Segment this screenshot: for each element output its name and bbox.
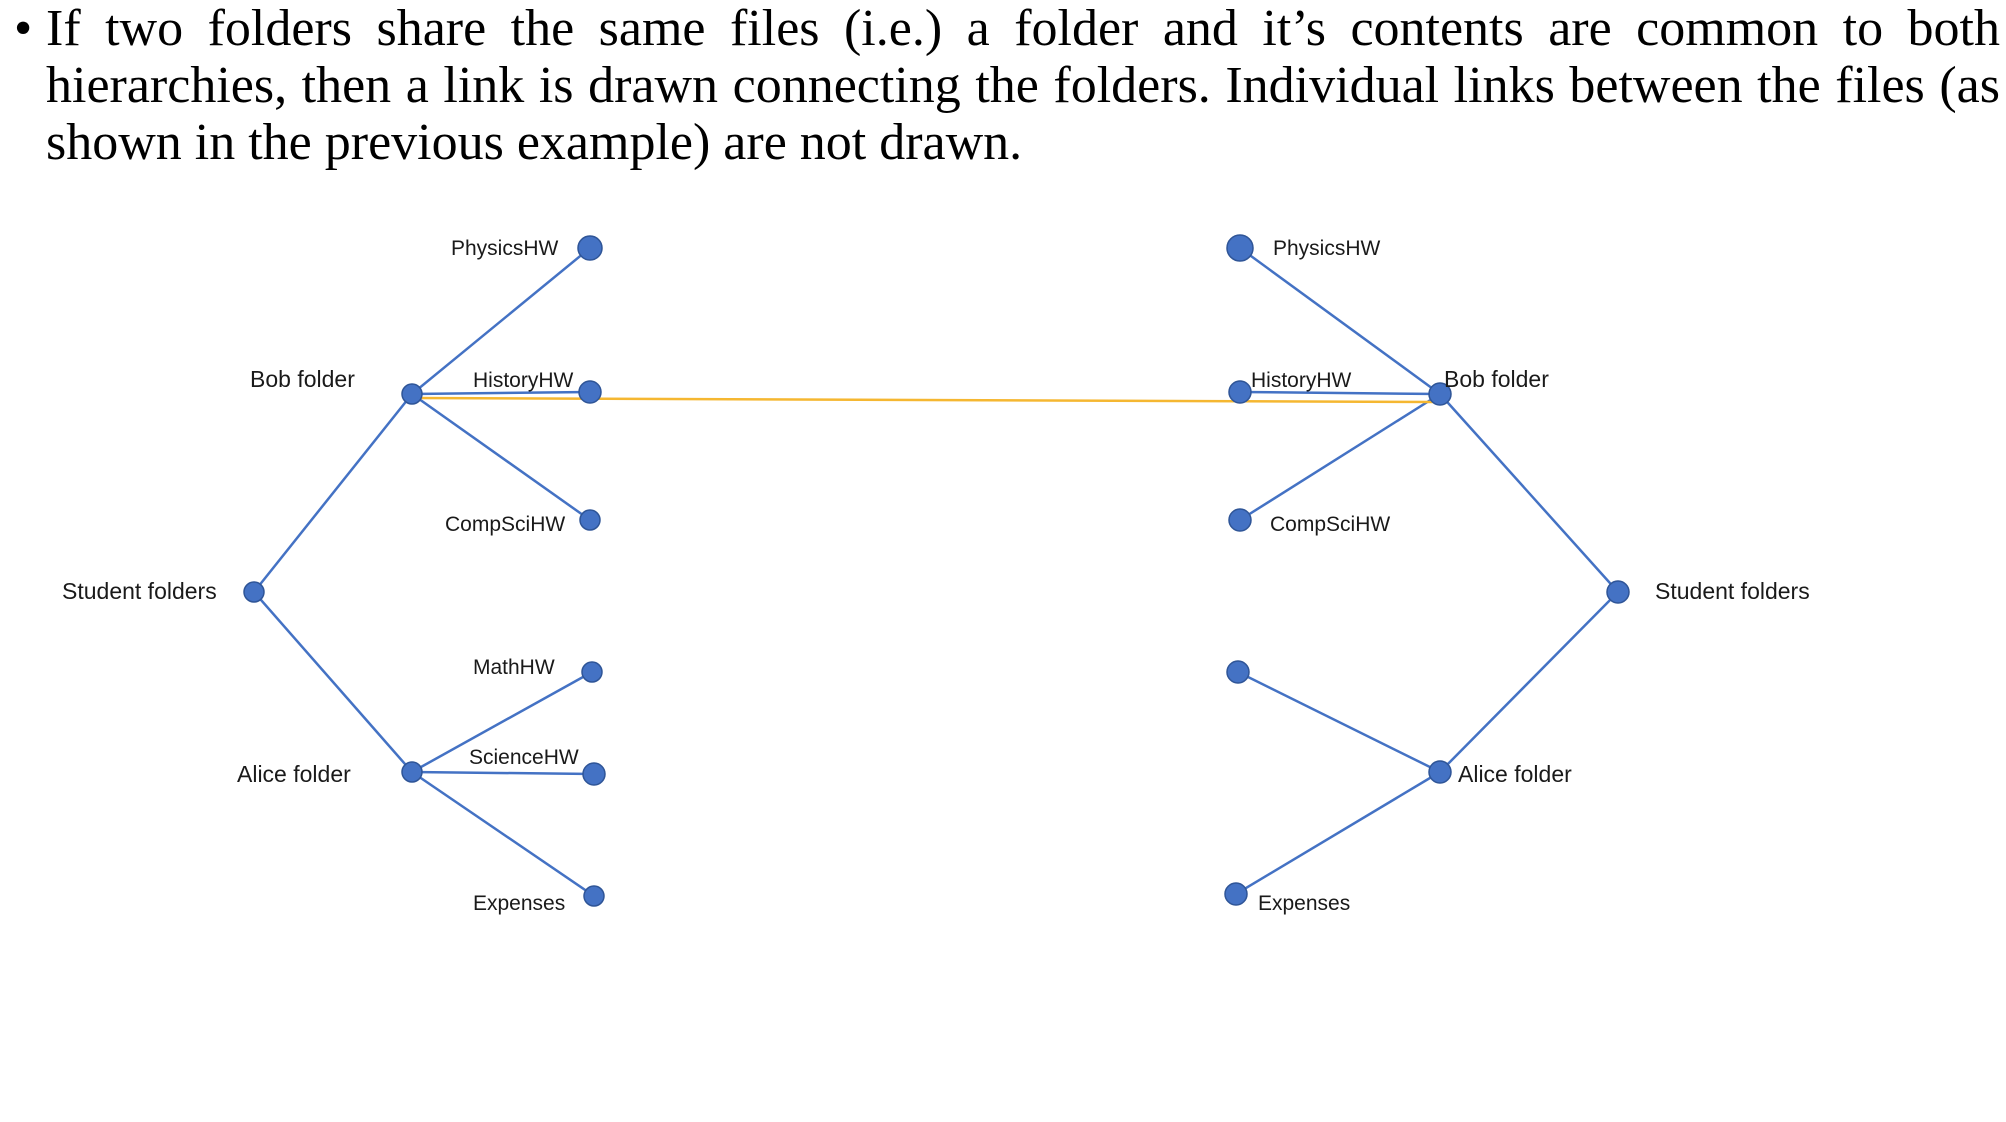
edge-right-alice-unlabeled bbox=[1237, 670, 1441, 774]
edge-left-root-bob bbox=[253, 393, 413, 593]
node-right-historyhw bbox=[1228, 380, 1252, 404]
right-tree-nodes bbox=[1224, 234, 1630, 906]
node-right-student-folders bbox=[1606, 580, 1630, 604]
edge-right-bob-compsci bbox=[1239, 392, 1441, 522]
edge-left-bob-physics bbox=[411, 247, 591, 395]
label-left-physicshw: PhysicsHW bbox=[451, 237, 559, 260]
edge-left-bob-compsci bbox=[411, 392, 591, 522]
bullet-point: • bbox=[14, 0, 33, 57]
node-right-alice-folder bbox=[1428, 760, 1452, 784]
label-right-physicshw: PhysicsHW bbox=[1273, 237, 1381, 260]
label-right-expenses: Expenses bbox=[1258, 892, 1350, 915]
label-left-sciencehw: ScienceHW bbox=[469, 746, 579, 769]
label-right-student-folders: Student folders bbox=[1655, 578, 1810, 604]
edge-left-alice-math bbox=[411, 670, 593, 774]
edge-left-alice-expenses bbox=[411, 770, 595, 898]
node-left-expenses bbox=[583, 885, 605, 907]
node-right-bob-folder bbox=[1428, 382, 1452, 406]
label-left-mathhw: MathHW bbox=[473, 656, 555, 679]
right-tree-edges bbox=[1235, 246, 1619, 896]
label-left-bob-folder: Bob folder bbox=[250, 366, 355, 392]
edge-right-root-bob bbox=[1439, 393, 1619, 593]
edge-left-root-alice bbox=[253, 591, 413, 773]
label-right-bob-folder: Bob folder bbox=[1444, 366, 1549, 392]
node-right-physicshw bbox=[1226, 234, 1254, 262]
node-right-compscihw bbox=[1228, 508, 1252, 532]
left-tree-nodes bbox=[243, 235, 606, 907]
edge-left-bob-history bbox=[411, 390, 591, 396]
edge-right-bob-physics bbox=[1239, 246, 1441, 396]
node-left-alice-folder bbox=[401, 761, 423, 783]
bullet-row: • If two folders share the same files (i… bbox=[14, 0, 2000, 171]
edge-right-root-alice bbox=[1439, 591, 1619, 773]
node-left-mathhw bbox=[581, 661, 603, 683]
node-right-unlabeled bbox=[1226, 660, 1250, 684]
cross-link-bob-folders bbox=[413, 396, 1437, 404]
node-left-historyhw bbox=[578, 380, 602, 404]
edge-left-alice-science bbox=[411, 770, 595, 776]
node-left-compscihw bbox=[579, 509, 601, 531]
bullet-text: If two folders share the same files (i.e… bbox=[46, 0, 2000, 171]
node-left-student-folders bbox=[243, 581, 265, 603]
node-left-bob-folder bbox=[401, 383, 423, 405]
edge-right-bob-history bbox=[1239, 390, 1441, 396]
right-tree-labels: Student folders Bob folder Alice folder … bbox=[1251, 237, 1810, 915]
node-left-sciencehw bbox=[582, 762, 606, 786]
node-left-physicshw bbox=[577, 235, 603, 261]
left-tree-labels: Student folders Bob folder Alice folder … bbox=[62, 237, 579, 915]
label-left-historyhw: HistoryHW bbox=[473, 369, 574, 392]
slide-text: • If two folders share the same files (i… bbox=[14, 0, 2000, 171]
label-left-compscihw: CompSciHW bbox=[445, 513, 565, 536]
label-left-alice-folder: Alice folder bbox=[237, 761, 351, 787]
label-left-student-folders: Student folders bbox=[62, 578, 217, 604]
node-right-expenses bbox=[1224, 882, 1248, 906]
label-right-alice-folder: Alice folder bbox=[1458, 761, 1572, 787]
label-right-compscihw: CompSciHW bbox=[1270, 513, 1390, 536]
label-right-historyhw: HistoryHW bbox=[1251, 369, 1352, 392]
edge-right-alice-expenses bbox=[1235, 770, 1441, 896]
left-tree-edges bbox=[253, 247, 595, 898]
label-left-expenses: Expenses bbox=[473, 892, 565, 915]
